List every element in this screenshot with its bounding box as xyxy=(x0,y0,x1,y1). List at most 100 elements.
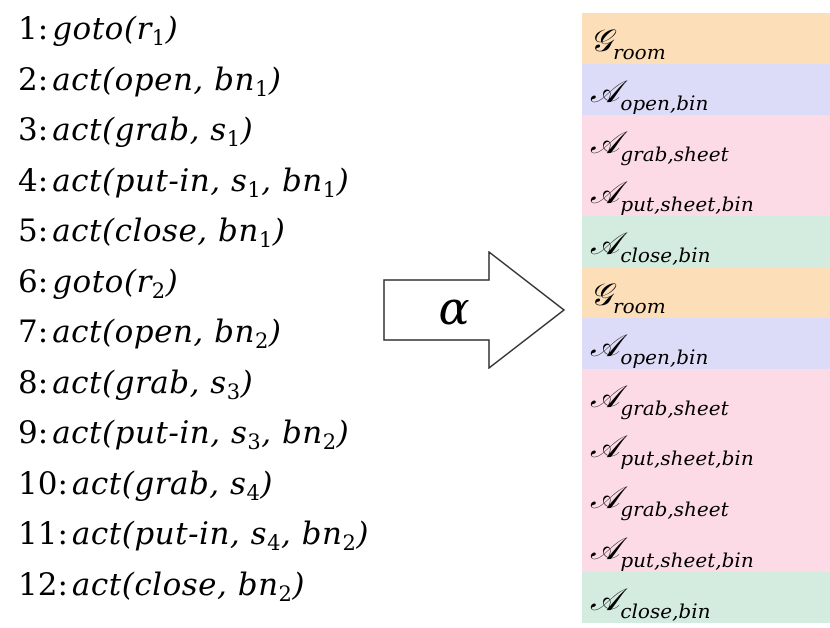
step-args-before: (put-in, xyxy=(102,415,231,451)
step-args-before: (grab, xyxy=(121,465,231,502)
step-arg-subscript: 1 xyxy=(254,76,269,101)
step-arg-base: s xyxy=(230,465,247,502)
step-arg-subscript: 2 xyxy=(278,581,293,606)
step-args-after: ) xyxy=(165,263,179,300)
sequence-symbol: 𝒜 xyxy=(590,530,620,567)
step-args-after: ) xyxy=(356,516,369,552)
sequence-symbol: 𝒢 xyxy=(590,276,613,313)
step-expression: act(grab, s4) xyxy=(71,465,273,505)
sequence-symbol: 𝒜 xyxy=(590,378,620,415)
plan-step: 2:act(open, bn1) xyxy=(18,59,398,110)
step-args-before: ( xyxy=(123,263,137,300)
step-arg-subscript-2: 2 xyxy=(342,531,357,555)
step-colon: : xyxy=(37,364,49,401)
sequence-item: 𝒜close,bin xyxy=(582,216,830,267)
step-expression: goto(r1) xyxy=(52,11,179,50)
step-arg-subscript: 1 xyxy=(247,177,262,202)
step-arg-base: r xyxy=(136,11,152,47)
step-colon: : xyxy=(37,162,49,199)
step-args-before: (close, xyxy=(102,213,218,249)
plan-step: 9:act(put-in, s3, bn2) xyxy=(18,412,398,463)
sequence-item: 𝒜open,bin xyxy=(582,63,830,115)
step-name: goto xyxy=(52,263,124,300)
sequence-item: 𝒢room xyxy=(582,266,830,318)
step-args-before: (put-in, xyxy=(102,162,231,199)
step-args-after: ) xyxy=(336,415,350,451)
plan-step: 12:act(close, bn2) xyxy=(18,564,398,615)
step-arg-subscript: 4 xyxy=(246,480,261,505)
sequence-item: 𝒜close,bin xyxy=(582,571,830,623)
step-arg-base: bn xyxy=(214,61,255,98)
step-arg-base: r xyxy=(136,263,152,300)
step-args-after: ) xyxy=(272,213,286,249)
step-name: act xyxy=(52,162,102,199)
plan-step: 7:act(open, bn2) xyxy=(18,311,398,362)
plan-steps-list: 1:goto(r1) 2:act(open, bn1) 3:act(grab, … xyxy=(18,8,398,614)
step-arg-subscript: 3 xyxy=(247,430,262,454)
sequence-subscript: close,bin xyxy=(620,243,711,268)
step-name: act xyxy=(52,364,102,401)
plan-step: 3:act(grab, s1) xyxy=(18,109,398,160)
step-expression: goto(r2) xyxy=(52,263,179,302)
step-colon: : xyxy=(37,61,49,98)
step-args-after: ) xyxy=(292,566,306,603)
step-args-after: ) xyxy=(165,11,179,47)
step-expression: act(grab, s1) xyxy=(52,112,253,151)
alpha-label: α xyxy=(438,281,470,335)
step-args-before: ( xyxy=(123,11,137,47)
sequence-subscript: room xyxy=(613,293,666,318)
step-colon: : xyxy=(57,465,68,502)
sequence-symbol: 𝒜 xyxy=(590,124,620,161)
step-args-before: (open, xyxy=(102,61,215,98)
step-name: act xyxy=(71,465,122,502)
step-colon: : xyxy=(37,11,49,47)
step-expression: act(open, bn1) xyxy=(52,61,281,101)
step-arg-base: s xyxy=(230,162,248,199)
step-number: 11 xyxy=(18,516,58,552)
step-arg-subscript: 2 xyxy=(254,329,269,353)
step-args-after: ) xyxy=(268,314,282,350)
sequence-symbol: 𝒢 xyxy=(590,23,613,59)
step-args-mid: , xyxy=(261,162,282,199)
plan-step: 10:act(grab, s4) xyxy=(18,463,398,514)
step-args-after: ) xyxy=(336,162,350,199)
sequence-item: 𝒜grab,sheet xyxy=(582,470,830,521)
sequence-item: 𝒜open,bin xyxy=(582,317,830,369)
sequence-symbol: 𝒜 xyxy=(590,327,620,364)
step-colon: : xyxy=(57,566,68,603)
step-colon: : xyxy=(37,112,49,148)
plan-step: 1:goto(r1) xyxy=(18,8,398,59)
step-arg-subscript: 4 xyxy=(267,531,281,555)
step-colon: : xyxy=(37,314,49,350)
step-colon: : xyxy=(37,263,49,300)
step-arg-subscript: 1 xyxy=(151,26,166,50)
step-arg-base-2: bn xyxy=(281,162,323,199)
sequence-subscript: grab,sheet xyxy=(620,497,729,522)
step-expression: act(grab, s3) xyxy=(52,364,254,403)
step-arg-base: bn xyxy=(218,213,259,249)
mapping-arrow xyxy=(383,251,566,369)
step-arg-subscript: 1 xyxy=(258,228,273,252)
step-args-before: (grab, xyxy=(102,364,211,401)
step-name: act xyxy=(52,213,102,249)
sequence-item: 𝒢room xyxy=(582,13,830,64)
step-arg-subscript-2: 2 xyxy=(322,430,337,454)
step-arg-subscript: 1 xyxy=(226,127,241,151)
plan-step: 4:act(put-in, s1, bn1) xyxy=(18,160,398,211)
step-arg-base: s xyxy=(250,516,268,552)
step-name: act xyxy=(52,61,102,98)
sequence-symbol: 𝒜 xyxy=(590,175,620,212)
plan-step: 11:act(put-in, s4, bn2) xyxy=(18,513,398,564)
step-colon: : xyxy=(37,415,49,451)
step-args-before: (open, xyxy=(102,314,215,350)
step-arg-base: bn xyxy=(214,314,255,350)
step-expression: act(close, bn2) xyxy=(72,566,306,606)
step-args-before: (put-in, xyxy=(121,516,251,552)
step-args-after: ) xyxy=(240,364,254,401)
arrow-shape xyxy=(383,251,566,369)
step-arg-base: bn xyxy=(237,566,279,603)
sequence-subscript: put,sheet,bin xyxy=(620,192,754,217)
sequence-subscript: grab,sheet xyxy=(620,141,729,166)
sequence-item: 𝒜put,sheet,bin xyxy=(582,419,830,471)
sequence-item: 𝒜grab,sheet xyxy=(582,368,830,420)
